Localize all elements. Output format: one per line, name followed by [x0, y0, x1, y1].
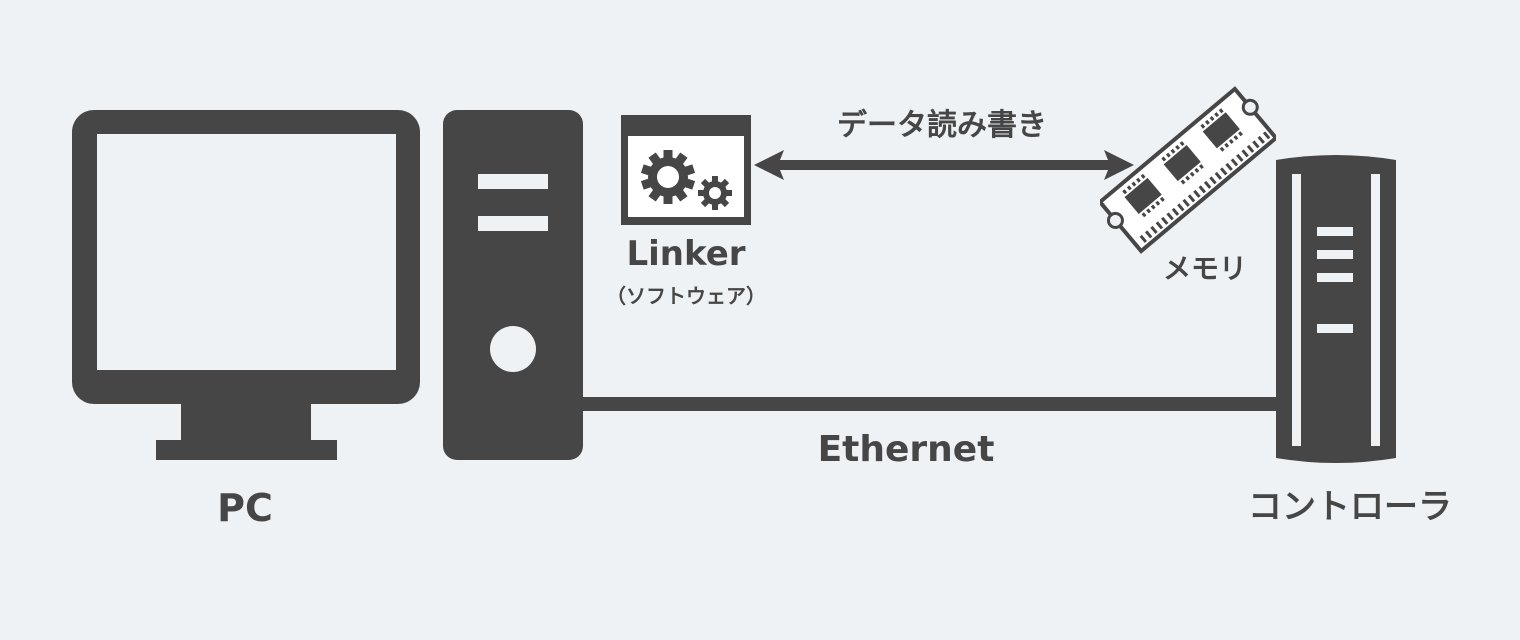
- controller-unit-icon: [1274, 154, 1398, 464]
- data-rw-label: データ読み書き: [837, 108, 1047, 143]
- memory-module-icon: [1100, 82, 1276, 258]
- gear-window-icon: [620, 114, 752, 226]
- data-rw-double-arrow: [752, 148, 1136, 182]
- ethernet-cable: [582, 397, 1282, 411]
- pc-label: PC: [217, 486, 273, 530]
- monitor-icon: [70, 108, 422, 462]
- software-type-label: （ソフトウェア）: [606, 284, 766, 308]
- pc-tower-icon: [442, 109, 584, 461]
- controller-label: コントローラ: [1248, 487, 1452, 527]
- software-name-label: Linker: [626, 234, 746, 274]
- ethernet-label: Ethernet: [817, 429, 995, 470]
- memory-label: メモリ: [1162, 252, 1247, 285]
